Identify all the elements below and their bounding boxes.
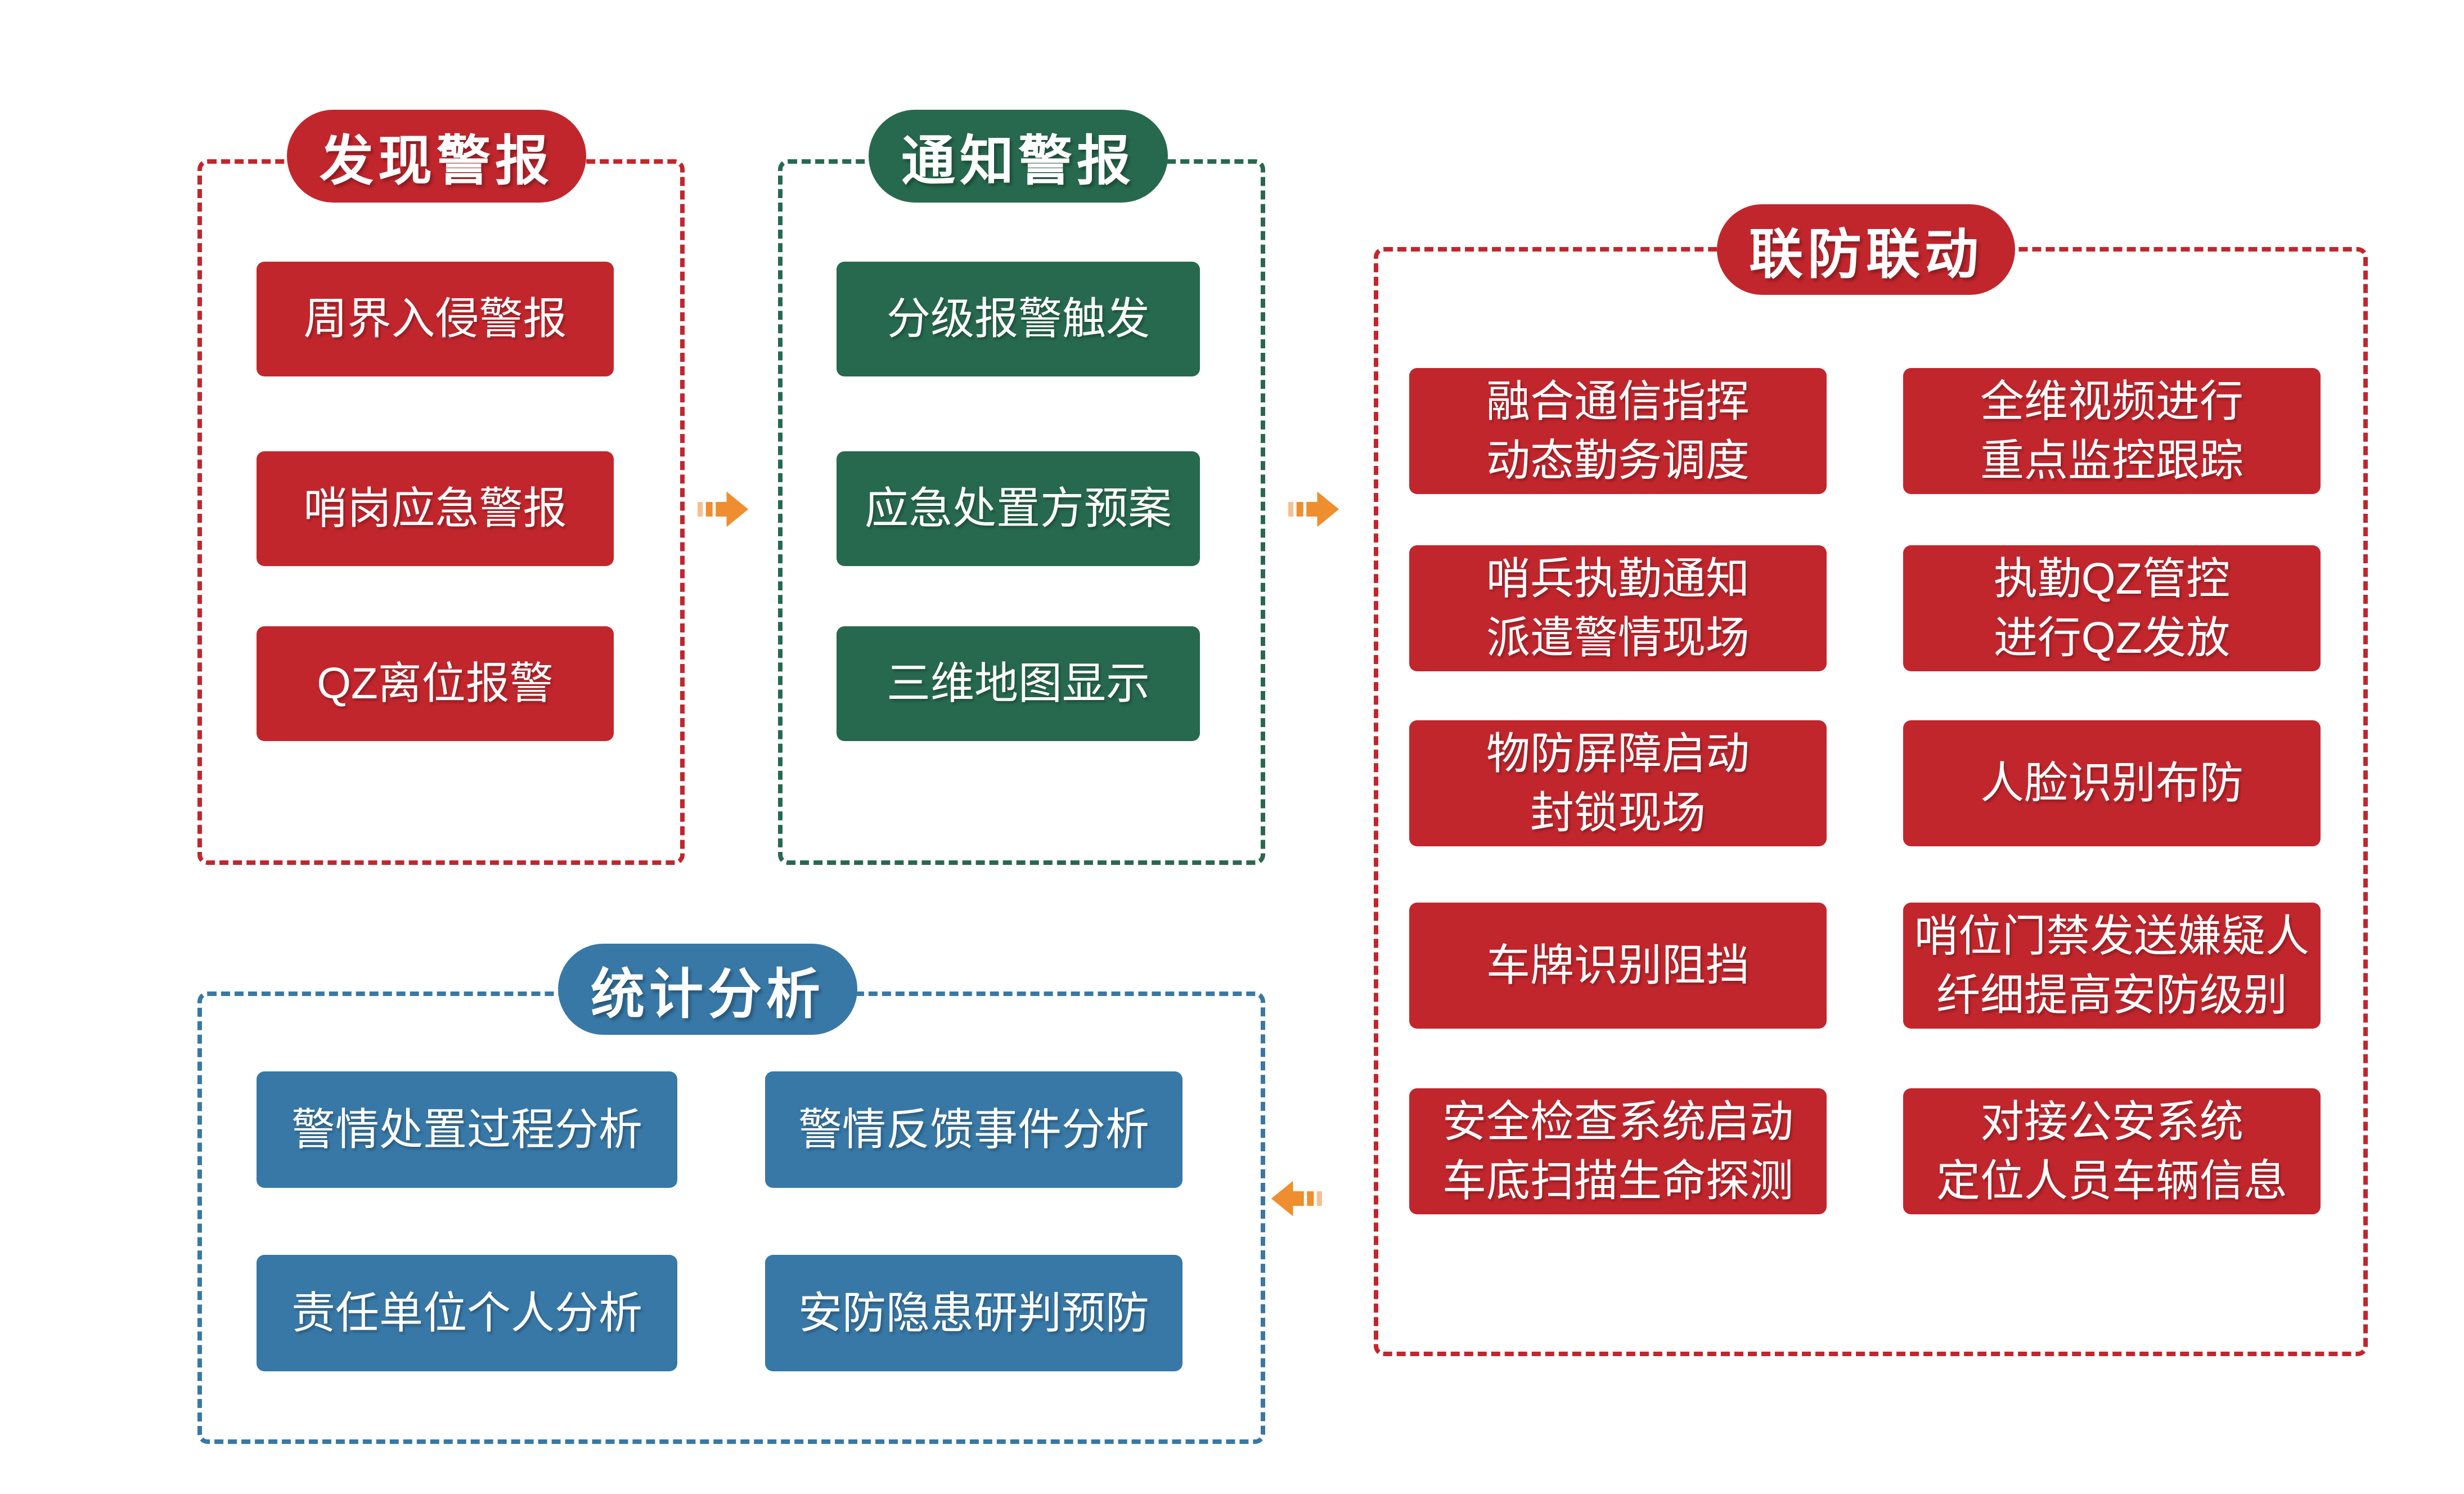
node-face-recognition-deploy: 人脸识别布防 xyxy=(1903,720,2321,846)
striped-arrow-right-icon xyxy=(698,488,749,530)
section-notify-title: 通知警报 xyxy=(869,110,1168,203)
striped-arrow-left-icon xyxy=(1270,1178,1322,1219)
node-fused-comms-command: 融合通信指挥 动态勤务调度 xyxy=(1409,368,1827,494)
node-duty-qz-control: 执勤QZ管控 进行QZ发放 xyxy=(1903,545,2321,671)
section-linkage-title: 联防联动 xyxy=(1717,204,2015,295)
node-alarm-feedback-event-analysis: 警情反馈事件分析 xyxy=(765,1071,1182,1188)
node-graded-alarm-trigger: 分级报警触发 xyxy=(837,262,1200,376)
node-sentry-emergency-alarm: 哨岗应急警报 xyxy=(257,451,614,566)
node-security-check-underbody-scan: 安全检查系统启动 车底扫描生命探测 xyxy=(1409,1088,1827,1214)
section-stats-title: 统计分析 xyxy=(558,944,857,1035)
node-plate-recognition-block: 车牌识别阻挡 xyxy=(1409,903,1827,1029)
node-sentry-duty-notify: 哨兵执勤通知 派遣警情现场 xyxy=(1409,545,1827,671)
node-qz-offposition-alarm: QZ离位报警 xyxy=(257,626,614,741)
node-sentry-access-suspect-alert: 哨位门禁发送嫌疑人 纤细提高安防级别 xyxy=(1903,903,2321,1029)
node-police-system-locate: 对接公安系统 定位人员车辆信息 xyxy=(1903,1088,2321,1214)
node-responsible-unit-person-analysis: 责任单位个人分析 xyxy=(257,1255,677,1371)
node-emergency-response-plan: 应急处置方预案 xyxy=(837,451,1200,566)
node-alarm-handling-process-analysis: 警情处置过程分析 xyxy=(257,1071,677,1188)
node-3d-map-display: 三维地图显示 xyxy=(837,626,1200,741)
section-discover-title: 发现警报 xyxy=(287,110,586,203)
node-security-hazard-prediction: 安防隐患研判预防 xyxy=(765,1255,1182,1371)
node-physical-barrier-lockdown: 物防屏障启动 封锁现场 xyxy=(1409,720,1827,846)
node-omni-video-tracking: 全维视频进行 重点监控跟踪 xyxy=(1903,368,2321,494)
striped-arrow-right-icon xyxy=(1288,488,1340,530)
section-stats-border xyxy=(197,991,1265,1444)
node-perimeter-intrusion-alarm: 周界入侵警报 xyxy=(257,262,614,376)
